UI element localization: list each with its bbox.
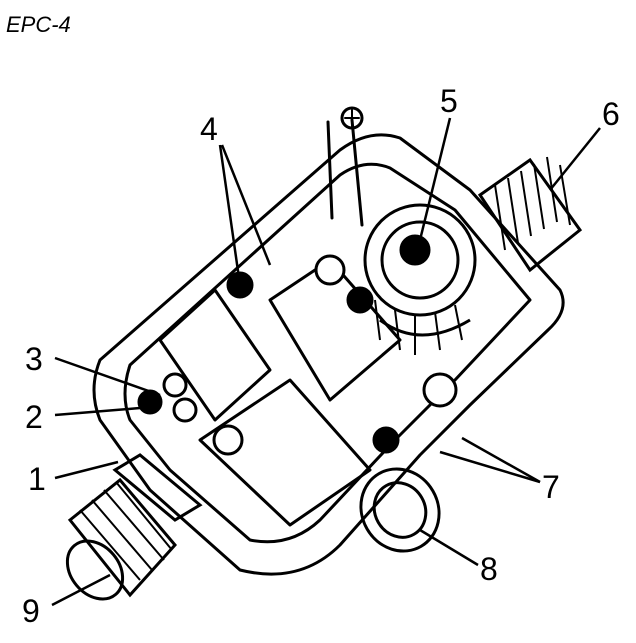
leader-2 [54, 406, 141, 417]
leader-1 [54, 460, 119, 480]
pcb-lower-panel [198, 378, 372, 527]
housing-inner [123, 162, 532, 544]
cable-gland [359, 467, 441, 553]
leader-3 [54, 356, 161, 397]
callout-3: 3 [25, 341, 43, 377]
callout-6: 6 [602, 96, 620, 132]
pcb-block-left [158, 288, 272, 422]
callout-lines [51, 117, 601, 607]
leader-7b [461, 436, 541, 484]
callout-9: 9 [22, 593, 40, 629]
callout-4: 4 [200, 111, 218, 147]
leader-4a [218, 144, 242, 286]
callout-8: 8 [480, 551, 498, 587]
leader-8 [419, 528, 479, 567]
callout-5: 5 [440, 83, 458, 119]
callout-7: 7 [542, 469, 560, 505]
leader-9 [51, 573, 111, 607]
housing-outline [92, 133, 565, 576]
pressure-spring-assembly [363, 203, 477, 355]
callout-1: 1 [28, 461, 46, 497]
ground-post [326, 118, 364, 227]
callout-2: 2 [25, 399, 43, 435]
leader-4b [220, 144, 272, 266]
leader-6 [549, 127, 601, 191]
inlet-fitting [65, 453, 203, 601]
leader-5 [418, 117, 452, 241]
diagram-title: EPC-4 [6, 12, 71, 37]
ground-screw [340, 106, 364, 130]
pcb-block-center [268, 258, 402, 402]
outlet-fitting [477, 156, 583, 273]
leader-7a [439, 450, 541, 484]
terminal-screws [137, 254, 458, 456]
